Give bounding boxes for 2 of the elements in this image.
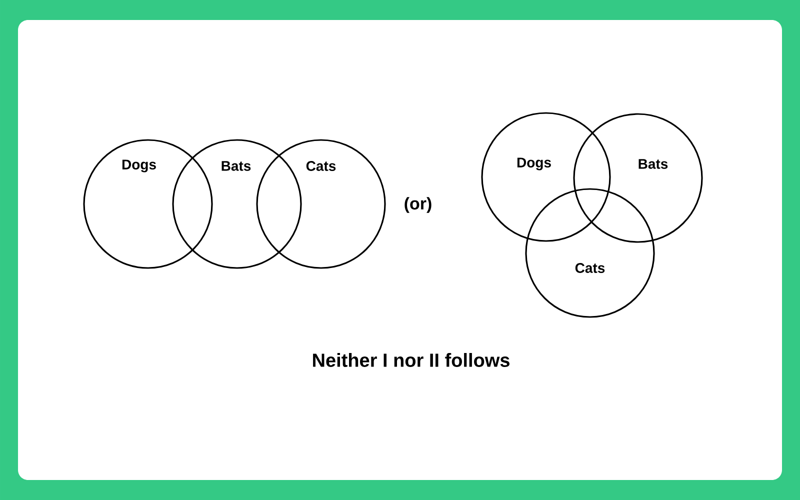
label-text: Neither I nor II follows — [313, 353, 510, 367]
label-text: (or) — [404, 197, 432, 213]
